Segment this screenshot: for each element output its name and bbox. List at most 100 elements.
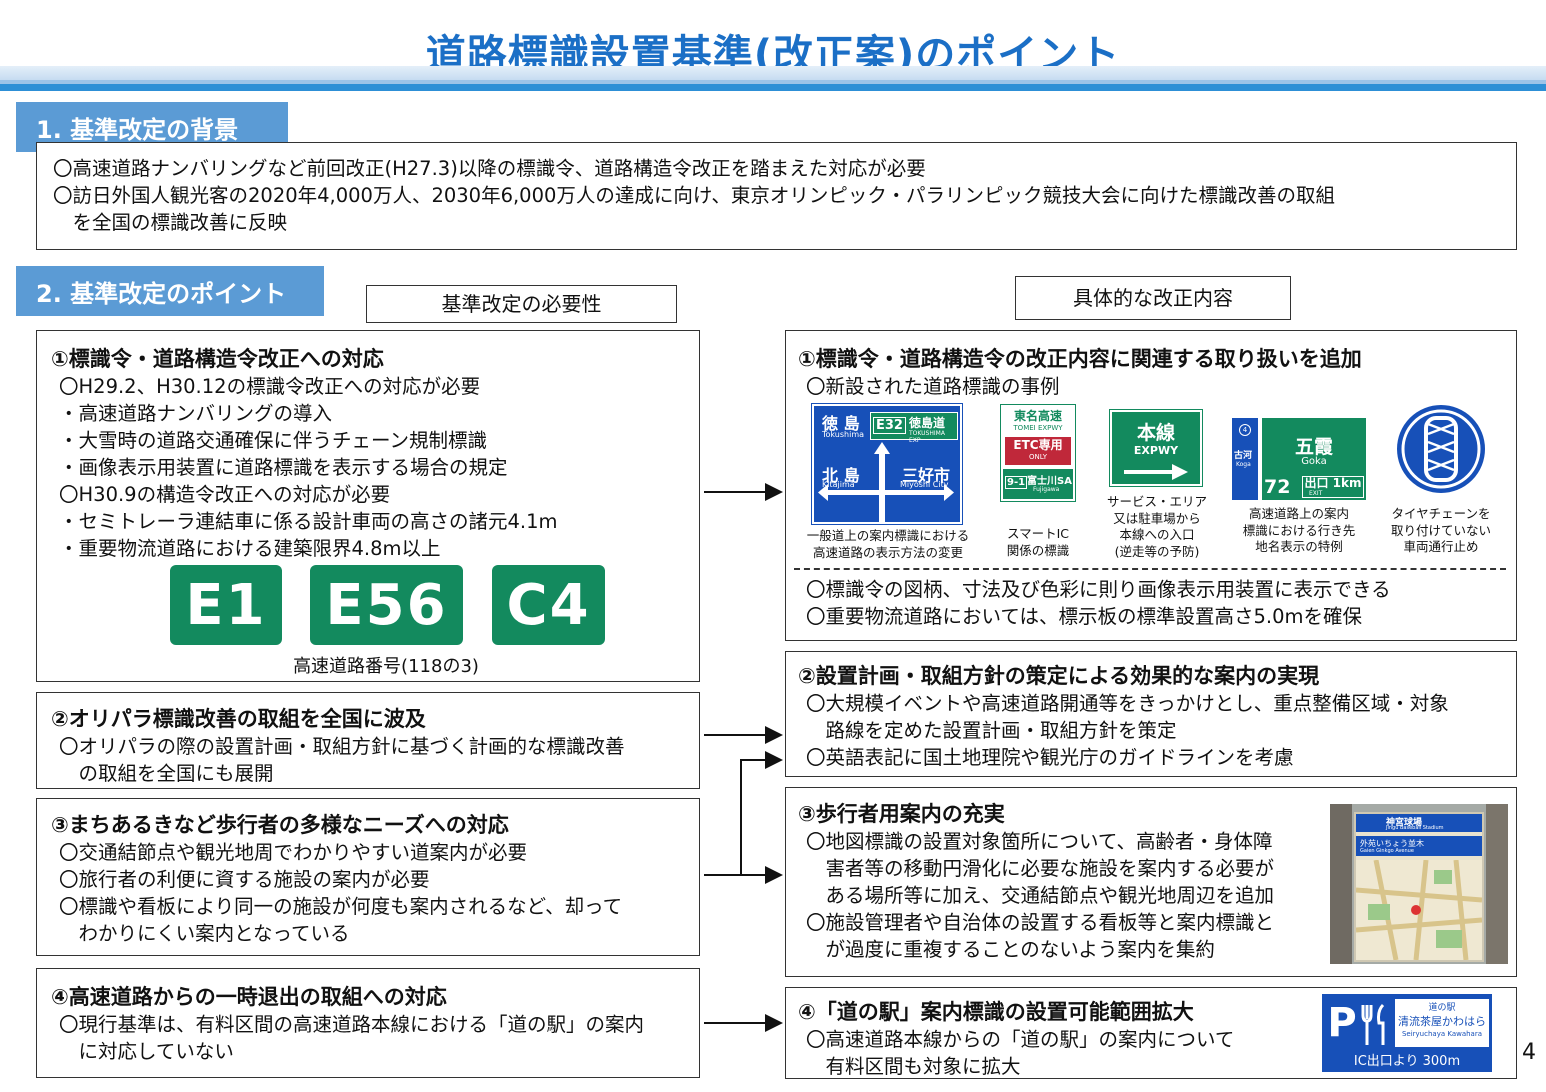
- right-box-3-line: が過度に重複することのないよう案内を集約: [806, 938, 1215, 961]
- caption-line: 高速道路の表示方法の変更: [812, 544, 963, 560]
- right-box-4-line: 有料区間も対象に拡大: [806, 1055, 1021, 1078]
- right-box-3-line: 害者等の移動円滑化に必要な施設を案内する必要が: [806, 857, 1275, 880]
- section1-line: 〇高速道路ナンバリングなど前回改正(H27.3)以降の標識令、道路構造令改正を踏…: [53, 157, 926, 180]
- right-box-1-line: 〇標識令の図柄、寸法及び色彩に則り画像表示用装置に表示できる: [806, 578, 1391, 601]
- left-box-3: ③まちあるきなど歩行者の多様なニーズへの対応 〇交通結節点や観光地周でわかりやす…: [36, 798, 700, 956]
- photo-pillar: [1330, 804, 1352, 964]
- parking-icon: P: [1327, 1000, 1357, 1046]
- route-sign-e1: E1: [170, 565, 282, 645]
- right-box-3-title: ③歩行者用案内の充実: [798, 802, 1005, 826]
- sign-expwy-caption: サービス・エリア 又は駐車場から 本線への入口 (逆走等の予防): [1100, 494, 1214, 560]
- sign-exit-num: 72: [1264, 476, 1291, 498]
- michi-no-eki-sign: P 道の駅 清流茶屋かわはら Seiryuchaya Kawahara IC出口…: [1322, 994, 1492, 1072]
- left-box-1-line: 〇H30.9の構造令改正への対応が必要: [59, 483, 391, 506]
- left-box-2: ②オリパラ標識改善の取組を全国に波及 〇オリパラの際の設置計画・取組方針に基づく…: [36, 692, 700, 789]
- sign-junction-left: 北 島: [822, 466, 860, 485]
- route-sign-caption: 高速道路番号(118の3): [293, 656, 479, 677]
- right-column-label: 具体的な改正内容: [1015, 276, 1291, 320]
- photo-pillar: [1486, 804, 1508, 964]
- sign-junction-left-en: Kitajima: [822, 480, 855, 489]
- left-box-1-line: 〇H29.2、H30.12の標識令改正への対応が必要: [59, 375, 481, 398]
- arrow-line-2: [704, 734, 766, 736]
- map-sign-top: 神宮球場: [1386, 818, 1423, 828]
- sign-exit-text-en: EXIT: [1309, 490, 1323, 497]
- sign-exit-caption: 高速道路上の案内 標識における行き先 地名表示の特例: [1232, 506, 1366, 556]
- sign-junction-right: 三好市: [902, 466, 951, 485]
- sign-junction-caption: 一般道上の案内標識における 高速道路の表示方法の変更: [796, 528, 980, 561]
- sign-smart-ic: 東名高速 TOMEI EXPWY ETC専用 ONLY 9-1 富士川SA Fu…: [1000, 404, 1076, 502]
- map-sign-row-en: Gaien Ginkgo Avenue: [1360, 848, 1414, 854]
- right-box-1-title: ①標識令・道路構造令の改正内容に関連する取り扱いを追加: [798, 347, 1362, 371]
- map-sign-board: 神宮球場 Jingu Baseball Stadium 外苑いちょう並木 Gai…: [1354, 812, 1484, 962]
- sign-exit-side-num: 4: [1239, 424, 1251, 436]
- left-box-2-line: の取組を全国にも展開: [59, 762, 274, 785]
- arrow-head-1: [765, 483, 783, 501]
- sign-expwy-title-en: EXPWY: [1133, 444, 1179, 457]
- right-box-2: ②設置計画・取組方針の策定による効果的な案内の実現 〇大規模イベントや高速道路開…: [785, 651, 1517, 777]
- sign-exit-side-name: 古河: [1234, 451, 1253, 461]
- michi-no-eki-name-panel: 道の駅 清流茶屋かわはら Seiryuchaya Kawahara: [1395, 999, 1489, 1047]
- tire-chain-icon: [1397, 405, 1485, 493]
- sign-expwy-title: 本線: [1136, 422, 1175, 444]
- sign-smart-ic-num: 9-1: [1005, 476, 1028, 489]
- right-box-3-line: 〇地図標識の設置対象箇所について、高齢者・身体障: [806, 830, 1273, 853]
- right-box-3-line: 〇施設管理者や自治体の設置する看板等と案内標識と: [806, 911, 1275, 934]
- map-graphic: [1356, 860, 1482, 960]
- caption-line: 本線への入口: [1119, 527, 1195, 542]
- left-box-4-title: ④高速道路からの一時退出の取組への対応: [51, 985, 447, 1009]
- left-box-1-line: ・重要物流道路における建築限界4.8m以上: [59, 537, 441, 560]
- caption-line: タイヤチェーンを: [1391, 506, 1491, 521]
- michi-no-eki-label: 道の駅: [1428, 1003, 1456, 1013]
- left-box-1-line: ・大雪時の道路交通確保に伴うチェーン規制標識: [59, 429, 488, 452]
- arrow-head-2: [765, 726, 783, 744]
- sign-junction-arrows: [818, 442, 954, 524]
- left-box-3-title: ③まちあるきなど歩行者の多様なニーズへの対応: [51, 813, 509, 837]
- sign-junction-top-left-en: Tokushima: [822, 430, 865, 439]
- sign-exit-main: 五霞 Goka 72 出口 1km EXIT: [1262, 418, 1366, 500]
- right-box-1-line: 〇重要物流道路においては、標示板の標準設置高さ5.0mを確保: [806, 605, 1363, 628]
- sign-exit-text: 出口 1km: [1304, 476, 1362, 490]
- left-box-3-line: 〇標識や看板により同一の施設が何度も案内されるなど、却って: [59, 895, 623, 918]
- left-column-label: 基準改定の必要性: [366, 285, 677, 323]
- section2-heading: 2. 基準改定のポイント: [16, 266, 324, 316]
- map-sign-row: 外苑いちょう並木 Gaien Ginkgo Avenue: [1356, 836, 1482, 856]
- map-sign-photo: 神宮球場 Jingu Baseball Stadium 外苑いちょう並木 Gai…: [1330, 804, 1508, 964]
- michi-no-eki-name-en: Seiryuchaya Kawahara: [1401, 1030, 1483, 1038]
- right-box-2-title: ②設置計画・取組方針の策定による効果的な案内の実現: [798, 664, 1320, 688]
- map-sign-row-text: 外苑いちょう並木: [1360, 839, 1424, 848]
- sign-exit: 4 古河 Koga 五霞 Goka 72 出口 1km EXIT: [1232, 418, 1366, 500]
- sign-exit-side: 4 古河 Koga: [1232, 418, 1258, 500]
- route-sign-e56: E56: [310, 565, 463, 645]
- left-box-1-line: ・高速道路ナンバリングの導入: [59, 402, 333, 425]
- arrow-head-4: [765, 1014, 783, 1032]
- page-number: 4: [1522, 1040, 1536, 1065]
- sign-junction-route-panel: E32 徳島道 TOKUSHIMA EXP: [870, 412, 958, 444]
- sign-smart-ic-etc-text: ETC専用: [1013, 438, 1063, 452]
- caption-line: 関係の標識: [1006, 542, 1070, 558]
- arrow-line-1: [704, 491, 766, 493]
- arrow-line-4: [704, 1022, 766, 1024]
- sign-junction: 徳 島 Tokushima E32 徳島道 TOKUSHIMA EXP 北 島 …: [811, 403, 963, 525]
- sign-smart-ic-sa: 富士川SA: [1027, 476, 1072, 487]
- caption-line: 一般道上の案内標識における: [806, 528, 970, 543]
- sign-exit-name: 五霞: [1294, 436, 1333, 458]
- right-box-1-subtitle: 〇新設された道路標識の事例: [806, 375, 1060, 398]
- right-box-4-line: 〇高速道路本線からの「道の駅」の案内について: [806, 1028, 1235, 1051]
- sign-smart-ic-sa-panel: 9-1 富士川SA Fujigawa: [1003, 469, 1073, 499]
- sign-smart-ic-caption: スマートIC 関係の標識: [988, 526, 1088, 559]
- arrow-connector-vertical: [740, 759, 742, 875]
- sign-junction-top-left: 徳 島: [822, 414, 860, 433]
- sign-junction-route: E32: [873, 417, 906, 434]
- arrow-head-3b: [765, 751, 783, 769]
- arrow-line-3: [704, 874, 766, 876]
- left-box-3-line: わかりにくい案内となっている: [59, 922, 350, 945]
- right-box-4-title: ④「道の駅」案内標識の設置可能範囲拡大: [798, 1000, 1194, 1024]
- sign-smart-ic-title: 東名高速: [1013, 409, 1062, 423]
- caption-line: 又は駐車場から: [1113, 510, 1201, 526]
- caption-line: (逆走等の予防): [1114, 543, 1200, 559]
- right-box-2-line: 路線を定めた設置計画・取組方針を策定: [806, 719, 1177, 742]
- dashed-divider: [794, 568, 1506, 570]
- left-box-2-line: 〇オリパラの際の設置計画・取組方針に基づく計画的な標識改善: [59, 735, 625, 758]
- caption-line: 高速道路上の案内: [1248, 506, 1349, 521]
- sign-expwy: 本線 EXPWY: [1109, 409, 1203, 487]
